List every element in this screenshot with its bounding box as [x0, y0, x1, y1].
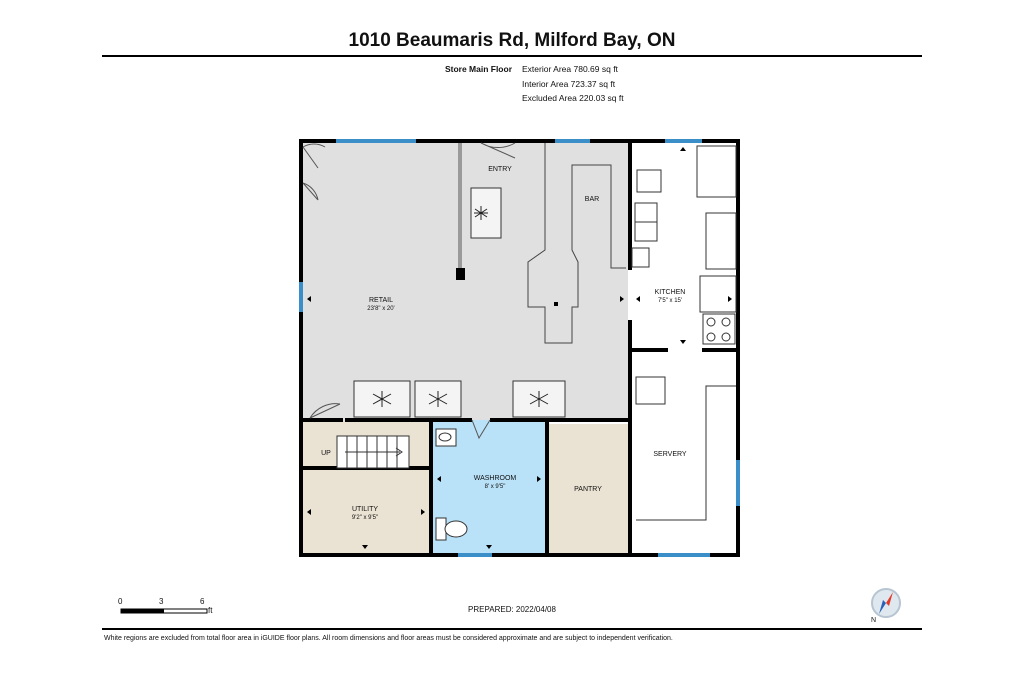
disclaimer: White regions are excluded from total fl… — [104, 635, 673, 642]
window-south-1 — [458, 553, 492, 557]
wall-west — [299, 139, 303, 557]
washroom-door — [471, 419, 491, 440]
wall-utility-north-b — [345, 418, 472, 422]
excluded-area: Excluded Area 220.03 sq ft — [522, 93, 624, 103]
servery-counter — [636, 385, 736, 521]
window-north-2 — [555, 139, 590, 143]
window-west — [299, 282, 303, 312]
room-dims-washroom: 8' x 9'5" — [485, 484, 506, 490]
header-divider — [102, 55, 922, 57]
bar-counter — [527, 143, 626, 344]
pantry-room — [549, 424, 628, 553]
room-label-entry: ENTRY — [488, 166, 512, 173]
retail-room — [303, 143, 628, 420]
sink-icon — [435, 428, 457, 447]
toilet-icon — [435, 517, 468, 541]
ceiling-fan-icon — [428, 391, 448, 407]
scale-tick-0: 0 — [118, 597, 123, 606]
scale-bar — [120, 608, 208, 614]
footer-divider — [102, 628, 922, 630]
wall-kitchen-south-b — [702, 348, 736, 352]
compass-icon — [871, 588, 901, 618]
wall-washroom-east — [545, 420, 549, 557]
page-title: 1010 Beaumaris Rd, Milford Bay, ON — [348, 30, 676, 51]
prepared-date: PREPARED: 2022/04/08 — [468, 605, 556, 614]
room-label-washroom: WASHROOM — [474, 475, 517, 482]
retail-door-2 — [302, 182, 319, 201]
utility-door — [309, 403, 341, 419]
window-north-1 — [336, 139, 416, 143]
scale-unit: ft — [208, 606, 213, 615]
room-dims-retail: 23'8" x 20' — [367, 306, 394, 312]
ceiling-fan-icon — [474, 206, 488, 220]
bar-post — [554, 302, 558, 306]
wall-east — [736, 139, 740, 557]
dimension-markers — [307, 147, 732, 549]
wall-washroom-north — [490, 418, 628, 422]
interior-area: Interior Area 723.37 sq ft — [522, 79, 616, 89]
scale-tick-3: 3 — [159, 597, 164, 606]
servery-sink — [635, 376, 666, 405]
wall-south — [299, 553, 740, 557]
stove-icon — [702, 313, 736, 345]
kitchen-appliance — [705, 212, 737, 270]
wall-utility-east — [429, 420, 433, 557]
wall-utility-north-a — [303, 418, 343, 422]
room-label-pantry: PANTRY — [574, 486, 602, 493]
sink-icon — [631, 247, 650, 268]
ceiling-fan-icon — [529, 391, 549, 407]
stairs — [336, 435, 410, 469]
room-dims-kitchen: 7'5" x 15' — [658, 298, 682, 304]
room-label-bar: BAR — [585, 196, 599, 203]
scale-tick-6: 6 — [200, 597, 205, 606]
window-south-2 — [658, 553, 710, 557]
room-label-retail: RETAIL — [369, 297, 393, 304]
room-label-up: UP — [321, 450, 331, 457]
column — [456, 268, 465, 280]
retail-door-1 — [302, 143, 326, 169]
kitchen-counter — [696, 145, 737, 198]
ceiling-fan-icon — [372, 391, 392, 407]
entry-door — [480, 142, 516, 159]
wall-kitchen-south-a — [632, 348, 668, 352]
window-north-3 — [665, 139, 702, 143]
room-label-kitchen: KITCHEN — [655, 289, 686, 296]
room-label-utility: UTILITY — [352, 506, 378, 513]
wall-north — [299, 139, 740, 143]
north-arrow-icon: N — [871, 617, 876, 624]
room-dims-utility: 9'2" x 9'5" — [352, 515, 378, 521]
exterior-area: Exterior Area 780.69 sq ft — [522, 64, 618, 74]
partition — [458, 143, 462, 271]
floor-name: Store Main Floor — [444, 64, 512, 74]
wall-kitchen-west-lower — [628, 320, 632, 553]
kitchen-counter-2 — [699, 275, 737, 313]
window-east — [736, 460, 740, 506]
wall-kitchen-west-upper — [628, 143, 632, 270]
room-label-servery: SERVERY — [653, 451, 687, 458]
sink-icon — [636, 169, 662, 193]
